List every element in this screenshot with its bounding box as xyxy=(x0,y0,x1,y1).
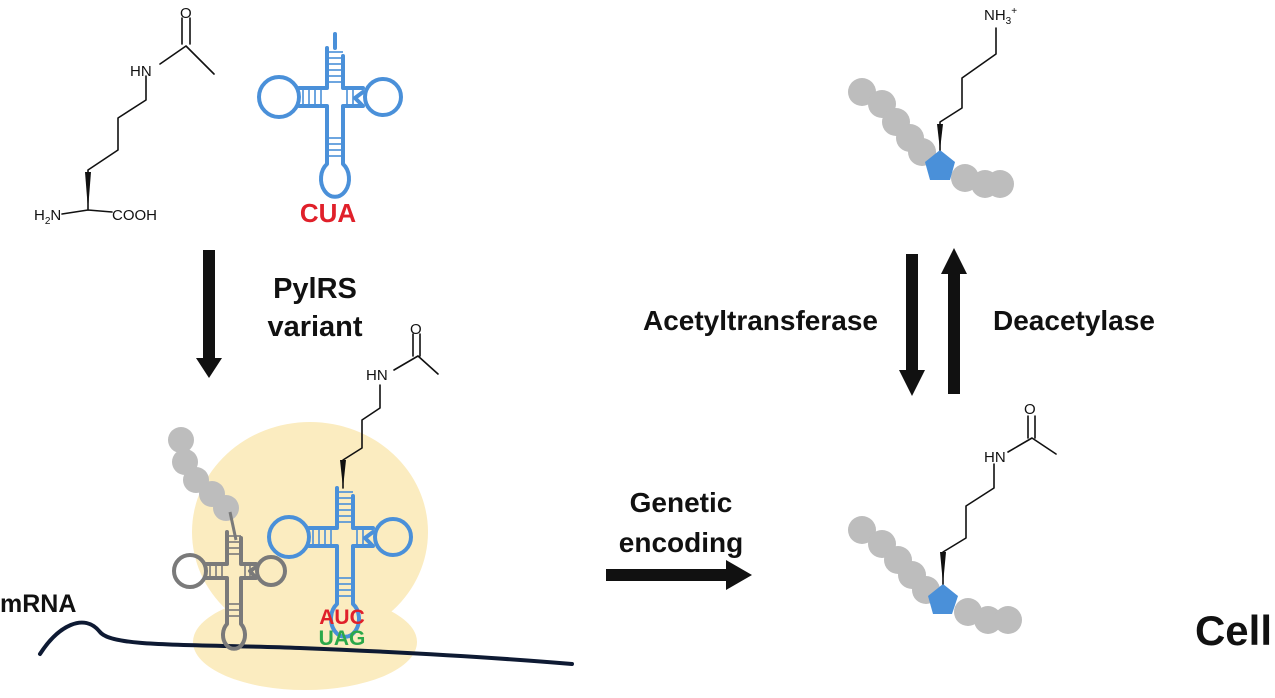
protein-lysine: NH3+ xyxy=(848,6,1017,198)
anticodon-cua: CUA xyxy=(300,198,357,228)
hn-label-trna: HN xyxy=(366,367,388,384)
trna-free xyxy=(257,32,403,199)
protein-acetyllysine: HN O xyxy=(848,401,1057,634)
o-label-protein: O xyxy=(1024,401,1036,418)
genetic-label-line1: Genetic xyxy=(630,487,733,518)
genetic-label-line2: encoding xyxy=(619,527,743,558)
stereo-wedge xyxy=(85,172,91,210)
pylrs-label-line2: variant xyxy=(267,311,362,343)
anticodon-auc: AUC xyxy=(319,606,365,629)
mrna-strand xyxy=(38,620,574,666)
right-arrow-encoding xyxy=(606,560,752,590)
ammonium-label: NH3+ xyxy=(984,6,1017,27)
down-arrow-charging xyxy=(196,250,222,378)
cell-label: Cell xyxy=(1195,607,1272,654)
mrna-label: mRNA xyxy=(0,590,76,618)
deacetylase-label: Deacetylase xyxy=(993,305,1155,336)
o-label-trna: O xyxy=(410,321,422,338)
hn-label: HN xyxy=(130,63,152,80)
down-arrow-acetylation xyxy=(899,254,925,396)
carbonyl-o-label: O xyxy=(180,5,192,22)
hn-label-protein: HN xyxy=(984,449,1006,466)
codon-uag: UAG xyxy=(319,627,366,650)
acetyllysine-sidechain-trna: HN O xyxy=(340,321,439,489)
amine-label: H2N xyxy=(34,207,61,227)
pylrs-label-line1: PylRS xyxy=(273,273,357,305)
acetyltransferase-label: Acetyltransferase xyxy=(643,305,878,336)
up-arrow-deacetylation xyxy=(941,248,967,394)
cooh-label: COOH xyxy=(112,207,157,224)
acetyllysine-structure: HN O COOH H2N xyxy=(34,5,215,227)
modified-residue xyxy=(925,150,955,180)
modified-residue-acetyl xyxy=(928,584,958,614)
peptide-chain-growing xyxy=(168,427,239,521)
